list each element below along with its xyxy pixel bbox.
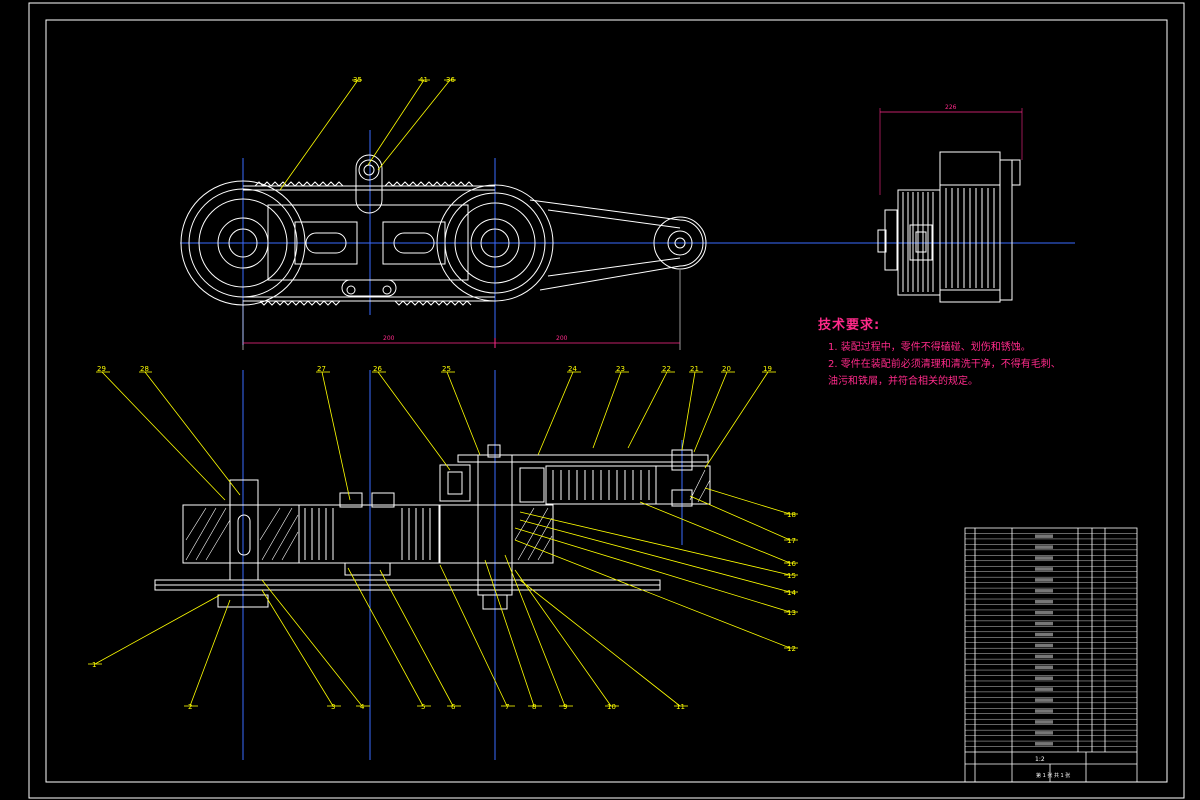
parts-list	[964, 527, 1138, 783]
parts-row-mark	[1035, 720, 1053, 724]
balloon-25: 25	[442, 365, 451, 373]
parts-list-rows	[965, 533, 1137, 747]
outer-border	[28, 2, 1185, 799]
balloon-36: 36	[446, 76, 455, 84]
parts-row-mark	[1035, 654, 1053, 659]
tech-line-2: 2. 零件在装配前必须清理和清洗干净，不得有毛刺、	[828, 359, 1061, 370]
balloon-27: 27	[317, 365, 326, 373]
balloon-18: 18	[787, 511, 796, 519]
section-top-balloons: 29 28 27 26 25 24 23 22 21 20 19	[97, 365, 772, 373]
balloon-19: 19	[763, 365, 772, 373]
balloon-12: 12	[787, 645, 796, 653]
side-view-teeth	[902, 188, 995, 292]
tech-title: 技术要求:	[818, 318, 881, 333]
front-view-leaders	[279, 79, 456, 191]
balloon-3: 3	[331, 703, 335, 711]
tech-line-1: 1. 装配过程中，零件不得磕碰、划伤和锈蚀。	[828, 342, 1031, 353]
balloon-5: 5	[421, 703, 425, 711]
balloon-17: 17	[787, 537, 796, 545]
balloon-29: 29	[97, 365, 106, 373]
parts-row-mark	[1035, 534, 1053, 538]
balloon-26: 26	[373, 365, 382, 373]
parts-list-marks	[1035, 534, 1053, 746]
section-teeth	[304, 470, 650, 560]
dim-side-width: 226	[945, 104, 957, 111]
balloon-22: 22	[662, 365, 671, 373]
parts-row-mark	[1035, 545, 1053, 549]
parts-row-mark	[1035, 643, 1053, 648]
balloon-7: 7	[505, 703, 509, 711]
parts-row-mark	[1035, 589, 1053, 593]
parts-row-mark	[1035, 556, 1053, 560]
balloon-8: 8	[532, 703, 536, 711]
balloon-4: 4	[360, 703, 365, 711]
balloon-9: 9	[563, 703, 567, 711]
balloon-20: 20	[722, 365, 731, 373]
parts-row-mark	[1035, 709, 1053, 713]
balloon-1: 1	[92, 661, 96, 669]
section-view	[154, 370, 711, 760]
inner-border	[45, 19, 1168, 783]
parts-row-mark	[1035, 731, 1053, 735]
parts-row-mark	[1035, 600, 1053, 604]
parts-row-mark	[1035, 610, 1053, 615]
front-view	[180, 130, 1075, 350]
balloon-2: 2	[188, 703, 192, 711]
dim-span-left: 200	[383, 335, 395, 342]
balloon-13: 13	[787, 609, 796, 617]
balloon-14: 14	[787, 589, 796, 597]
parts-row-mark	[1035, 621, 1053, 626]
balloon-10: 10	[607, 703, 616, 711]
balloon-11: 11	[676, 703, 685, 711]
parts-row-mark	[1035, 687, 1053, 691]
parts-row-mark	[1035, 698, 1053, 702]
parts-row-mark	[1035, 742, 1053, 746]
side-view	[877, 108, 1023, 303]
tech-line-3: 油污和铁屑，并符合相关的规定。	[828, 376, 978, 387]
balloon-16: 16	[787, 560, 796, 568]
title-block-scale: 1:2	[1035, 756, 1045, 763]
section-bottom-balloons: 1 2 3 4 5 6 7 8 9 10 11	[92, 661, 685, 711]
section-leaders	[88, 371, 798, 707]
title-block-sheet: 第 1 张 共 1 张	[1036, 772, 1070, 779]
balloon-35: 35	[353, 76, 362, 84]
parts-row-mark	[1035, 578, 1053, 582]
balloon-23: 23	[616, 365, 625, 373]
balloon-41: 41	[419, 76, 428, 84]
parts-row-mark	[1035, 567, 1053, 571]
balloon-15: 15	[787, 572, 796, 580]
section-hatch	[185, 469, 711, 561]
balloon-28: 28	[140, 365, 149, 373]
parts-row-mark	[1035, 665, 1053, 670]
balloon-24: 24	[568, 365, 577, 373]
parts-row-mark	[1035, 632, 1053, 637]
balloon-6: 6	[451, 703, 456, 711]
dim-span-right: 200	[556, 335, 568, 342]
technical-requirements: 技术要求: 1. 装配过程中，零件不得磕碰、划伤和锈蚀。 2. 零件在装配前必须…	[818, 314, 1061, 390]
balloon-21: 21	[690, 365, 699, 373]
parts-row-mark	[1035, 676, 1053, 680]
section-right-balloons: 18 17 16 15 14 13 12	[787, 511, 796, 653]
